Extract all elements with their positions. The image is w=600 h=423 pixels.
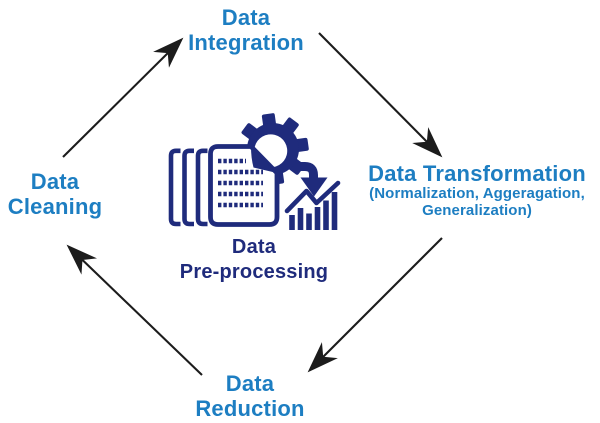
arrow-integration-to-transformation — [318, 32, 443, 158]
node-data-cleaning: Data Cleaning — [8, 169, 103, 219]
trend-line — [284, 180, 341, 214]
bar-chart-icon — [284, 180, 341, 230]
down-arrow-icon — [295, 162, 328, 197]
node-data-transformation: Data Transformation (Normalization, Agge… — [368, 161, 586, 219]
node-label-line: Reduction — [195, 396, 305, 421]
node-label-line: Cleaning — [7, 194, 103, 219]
preprocessing-icon — [168, 113, 341, 230]
arrow-cleaning-to-integration — [62, 37, 184, 158]
node-sublabel-line: (Normalization, Aggeragation, — [369, 185, 585, 202]
arrow-transformation-to-reduction — [307, 237, 443, 373]
node-label-line: Data — [30, 169, 80, 194]
page-bracket — [182, 148, 194, 227]
node-label-line: Data Transformation — [368, 161, 586, 186]
document-stack-icon — [168, 144, 280, 227]
node-data-reduction: Data Reduction — [195, 371, 304, 421]
page-bracket — [168, 148, 181, 227]
node-label-line: Data — [225, 371, 275, 396]
data-rows — [218, 158, 263, 208]
page-bracket — [195, 148, 208, 227]
center-title-line: Pre-processing — [179, 261, 329, 283]
center-title-line: Data — [231, 236, 277, 258]
folded-corner — [251, 146, 277, 173]
node-sublabel-line: Generalization) — [422, 201, 532, 219]
node-label-line: Integration — [188, 30, 304, 55]
center-title: Data Pre-processing — [180, 235, 328, 285]
node-data-integration: Data Integration — [188, 5, 304, 55]
node-label-line: Data — [221, 5, 271, 30]
arrow-reduction-to-cleaning — [66, 244, 203, 376]
